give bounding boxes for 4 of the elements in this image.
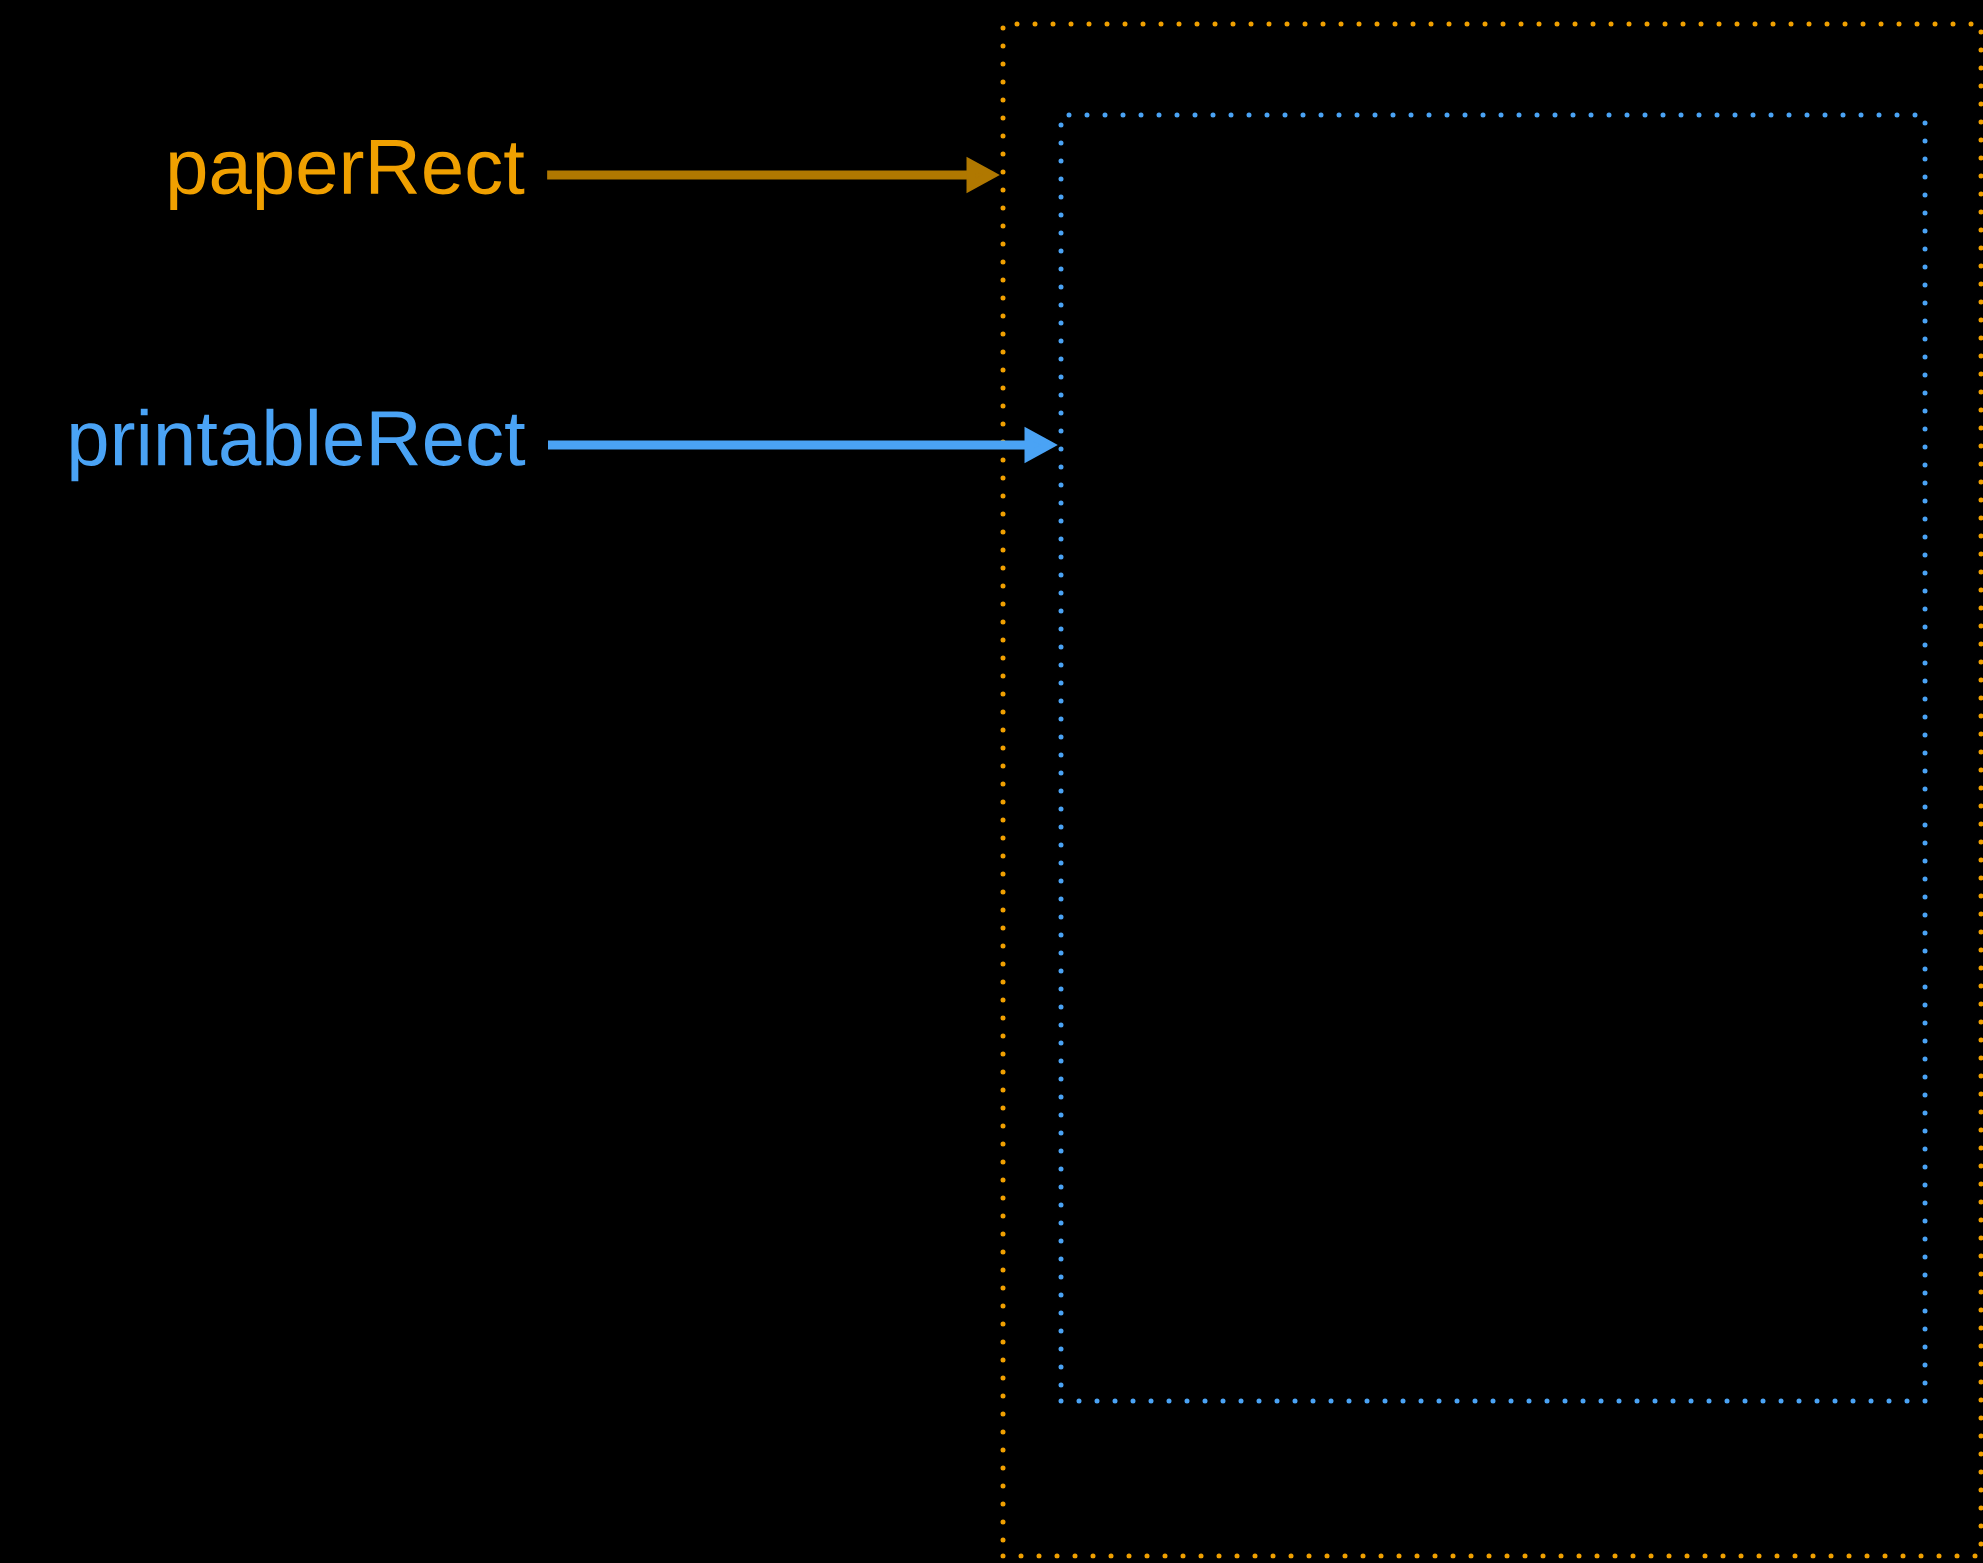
paper-outline <box>1000 21 1983 1559</box>
label-text: paperRect <box>170 140 525 210</box>
label-text: printableRect <box>71 408 526 482</box>
printable-outline <box>1058 112 1928 1404</box>
